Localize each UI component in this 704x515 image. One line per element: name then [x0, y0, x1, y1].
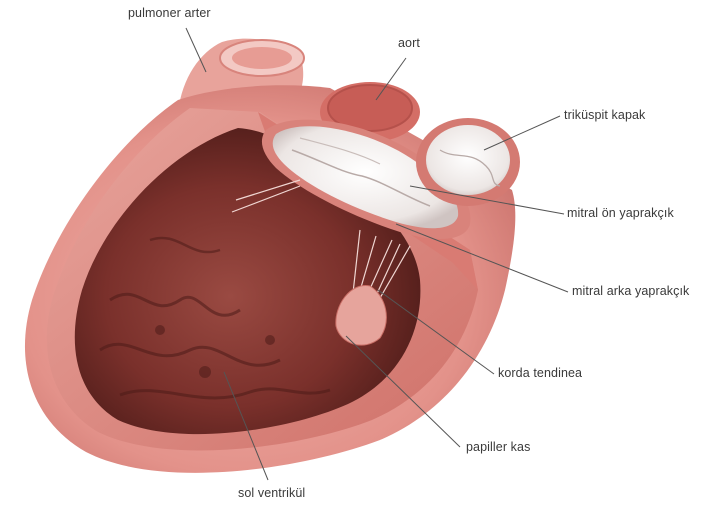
label-left-ventricle: sol ventrikül [238, 486, 305, 500]
label-aorta: aort [398, 36, 420, 50]
label-chordae-tendineae: korda tendinea [498, 366, 582, 380]
tricuspid-valve-shape [416, 118, 520, 206]
label-pulmonary-artery: pulmoner arter [128, 6, 211, 20]
label-papillary-muscle: papiller kas [466, 440, 530, 454]
label-mitral-anterior-leaflet: mitral ön yaprakçık [567, 206, 674, 220]
label-mitral-posterior-leaflet: mitral arka yaprakçık [572, 284, 689, 298]
label-tricuspid-valve: triküspit kapak [564, 108, 645, 122]
